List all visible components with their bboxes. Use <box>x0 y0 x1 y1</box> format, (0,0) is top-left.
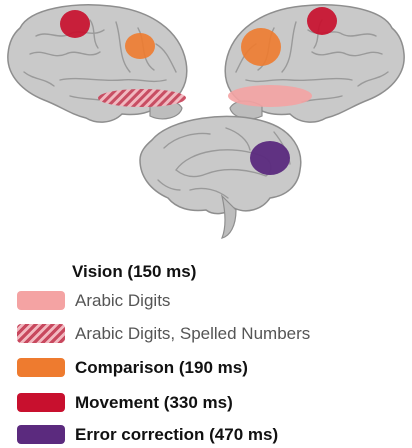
legend-swatch-comparison <box>17 358 65 377</box>
legend-label: Error correction (470 ms) <box>75 425 279 444</box>
legend-item-spelled-numbers: Arabic Digits, Spelled Numbers <box>14 323 404 345</box>
right-comparison-region <box>241 28 281 66</box>
legend-swatch-spelled-numbers <box>17 324 65 343</box>
left-movement-region <box>60 10 90 38</box>
legend-label: Movement (330 ms) <box>75 393 233 412</box>
legend-label: Comparison (190 ms) <box>75 358 248 377</box>
brain-figure <box>7 4 405 239</box>
medial-view <box>139 115 302 239</box>
legend-item-movement: Movement (330 ms) <box>14 392 404 414</box>
left-vision-spelled-region <box>98 89 186 107</box>
left-sulci <box>23 19 177 103</box>
medial-brain-outline <box>139 115 302 215</box>
legend-swatch-error-correction <box>17 425 65 444</box>
legend-item-arabic-digits: Arabic Digits <box>14 290 404 312</box>
left-hemisphere-lateral <box>7 4 188 123</box>
legend-heading: Vision (150 ms) <box>72 262 197 281</box>
medial-error-correction-region <box>250 141 290 175</box>
legend-item-comparison: Comparison (190 ms) <box>14 357 404 379</box>
right-vision-digits-region <box>228 85 312 107</box>
left-comparison-region <box>125 33 155 59</box>
medial-brainstem <box>220 194 237 239</box>
right-hemisphere-lateral <box>224 4 405 123</box>
legend-label: Arabic Digits, Spelled Numbers <box>75 324 311 343</box>
legend-swatch-arabic-digits <box>17 291 65 310</box>
legend-item-error-correction: Error correction (470 ms) <box>14 424 404 446</box>
legend-label: Arabic Digits <box>75 291 171 310</box>
right-movement-region <box>307 7 337 35</box>
legend-swatch-movement <box>17 393 65 412</box>
